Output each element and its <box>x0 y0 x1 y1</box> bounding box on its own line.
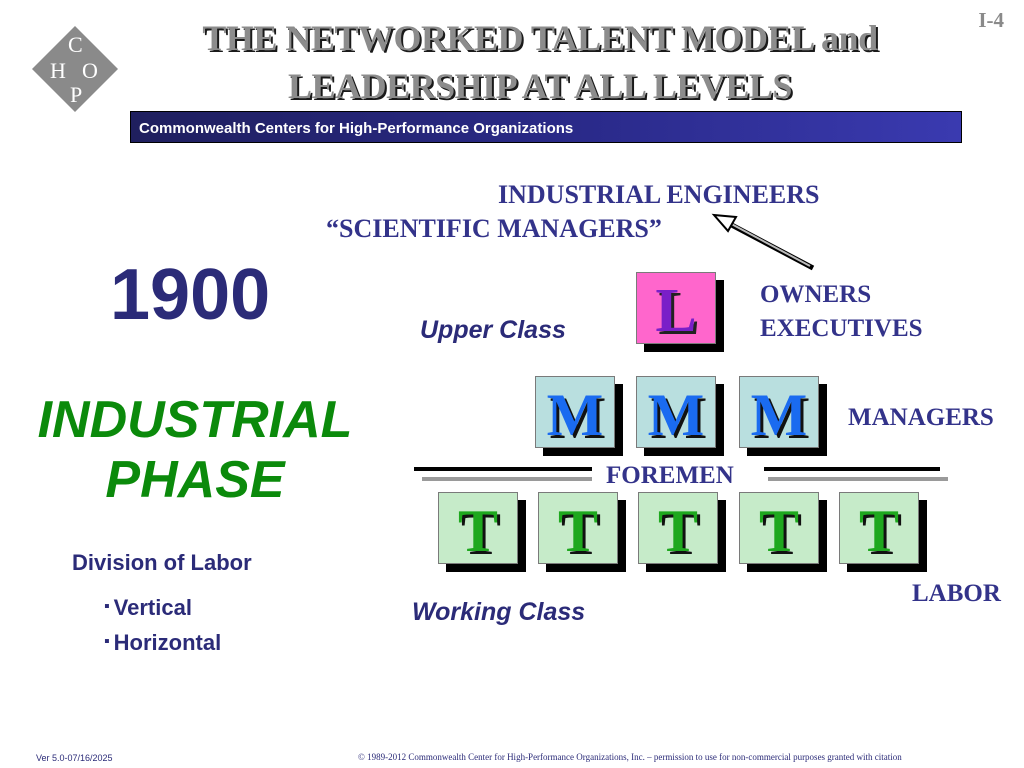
labor-box: T <box>839 492 919 564</box>
scientific-managers-label: “SCIENTIFIC MANAGERS” <box>326 214 662 243</box>
labor-box: T <box>538 492 618 564</box>
upper-class-label: Upper Class <box>420 316 566 344</box>
working-class-label: Working Class <box>412 598 586 626</box>
organization-banner: Commonwealth Centers for High-Performanc… <box>130 111 962 143</box>
labor-label: LABOR <box>912 580 1001 607</box>
foremen-divider-left-shadow <box>422 477 592 481</box>
arrow-icon <box>711 213 815 271</box>
logo-letter-h: H <box>50 58 66 83</box>
labor-box: T <box>638 492 718 564</box>
logo-letter-o: O <box>82 58 98 83</box>
division-bullet-list: Vertical Horizontal <box>104 592 222 662</box>
leader-box: L <box>636 272 716 345</box>
industrial-engineers-label: INDUSTRIAL ENGINEERS <box>498 180 820 209</box>
foremen-divider-left <box>414 467 592 471</box>
labor-box: T <box>739 492 819 564</box>
chpo-logo: C H P O <box>32 26 118 112</box>
owners-label: OWNERS <box>760 281 872 308</box>
bullet-vertical: Vertical <box>104 592 221 627</box>
page-title: THE NETWORKED TALENT MODEL and LEADERSHI… <box>150 14 930 110</box>
slide-number: I-4 <box>978 8 1004 32</box>
bullet-horizontal: Horizontal <box>104 627 222 662</box>
labor-box: T <box>438 492 518 564</box>
logo-letter-p: P <box>70 82 82 107</box>
manager-box: M <box>535 376 615 448</box>
page-title-line2: LEADERSHIP AT ALL LEVELS <box>288 66 792 106</box>
copyright-notice: © 1989-2012 Commonwealth Center for High… <box>358 752 902 762</box>
phase-title: INDUSTRIAL PHASE <box>0 390 390 510</box>
manager-box: M <box>739 376 819 448</box>
foremen-label: FOREMEN <box>606 462 734 489</box>
version-label: Ver 5.0-07/16/2025 <box>36 753 113 763</box>
division-heading: Division of Labor <box>72 550 252 575</box>
banner-text: Commonwealth Centers for High-Performanc… <box>139 120 574 137</box>
managers-label: MANAGERS <box>848 404 994 431</box>
phase-title-line1: INDUSTRIAL <box>37 391 353 449</box>
logo-letter-c: C <box>68 32 83 57</box>
manager-box: M <box>636 376 716 448</box>
foremen-divider-right-shadow <box>768 477 948 481</box>
foremen-divider-right <box>764 467 940 471</box>
executives-label: EXECUTIVES <box>760 315 923 342</box>
page-title-line1: THE NETWORKED TALENT MODEL and <box>202 18 878 58</box>
year-label: 1900 <box>110 255 271 335</box>
phase-title-line2: PHASE <box>105 451 285 509</box>
